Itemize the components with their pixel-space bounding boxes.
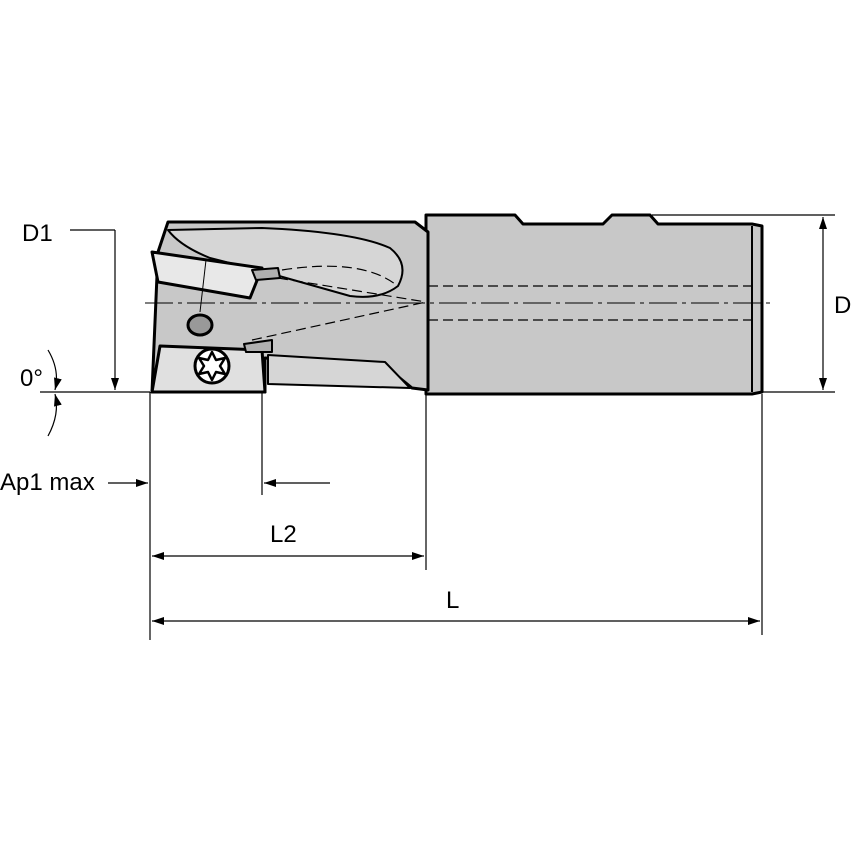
tool-shank: [424, 213, 764, 396]
flute-face: [167, 227, 404, 298]
cutting-insert: [150, 250, 264, 300]
hidden-lines: [251, 265, 752, 341]
angle-arc-lower: [47, 393, 62, 437]
extension-lines: [40, 214, 835, 640]
coolant-hole: [186, 313, 214, 337]
l-label: L: [446, 587, 459, 614]
insert-axis-line: [199, 259, 207, 313]
d-label: D: [834, 292, 851, 319]
d1-label: D1: [22, 220, 53, 247]
ap1max-label: Ap1 max: [0, 469, 95, 496]
angle-label: 0°: [20, 365, 43, 392]
insert-clamp: [251, 267, 281, 281]
tool-body: [150, 213, 764, 396]
dimension-lines: [47, 217, 827, 625]
l2-label: L2: [270, 521, 297, 548]
angle-arc-upper: [47, 349, 62, 391]
lower-flute-face: [267, 354, 411, 389]
torx-screw-icon: [193, 347, 231, 385]
lower-clamp: [243, 339, 273, 353]
